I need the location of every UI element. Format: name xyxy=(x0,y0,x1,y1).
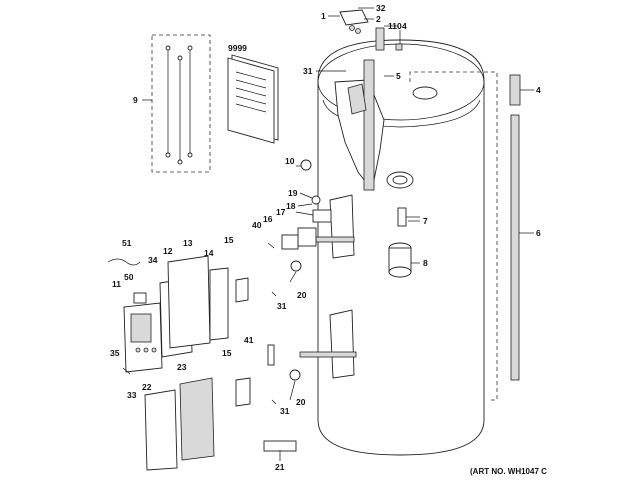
callout-22: 22 xyxy=(142,382,152,392)
nipple-part-4 xyxy=(509,74,521,106)
callout-14: 14 xyxy=(204,248,214,258)
callout-40: 40 xyxy=(252,220,262,230)
leader-lines xyxy=(142,7,534,461)
callout-4: 4 xyxy=(402,21,407,31)
callout-32: 32 xyxy=(376,3,386,13)
callout-51: 51 xyxy=(122,238,132,248)
callout-20b: 20 xyxy=(296,397,306,407)
callout-1: 1 xyxy=(321,11,326,21)
dashed-bracket xyxy=(409,71,498,401)
callout-13: 13 xyxy=(183,238,193,248)
callout-34: 34 xyxy=(148,255,158,265)
callout-9: 9 xyxy=(133,95,138,105)
drain-valve-part-21 xyxy=(263,440,297,452)
thermostat-assembly xyxy=(267,159,332,405)
callout-12: 12 xyxy=(163,246,173,256)
manual-part-9999 xyxy=(227,54,279,144)
wire-kit-part-9 xyxy=(151,34,211,173)
tank-cutaway xyxy=(334,27,385,192)
callout-4b: 4 xyxy=(536,85,541,95)
callout-8: 8 xyxy=(423,258,428,268)
valve-part-7 xyxy=(397,207,420,227)
callout-20: 20 xyxy=(297,290,307,300)
callout-33: 33 xyxy=(127,390,137,400)
callout-23: 23 xyxy=(177,362,187,372)
thermostat-top-parts xyxy=(339,9,369,34)
callout-15: 15 xyxy=(224,235,234,245)
callout-16: 16 xyxy=(263,214,273,224)
callout-11: 11 xyxy=(112,279,121,289)
callout-5: 5 xyxy=(396,71,401,81)
callout-50: 50 xyxy=(124,272,134,282)
element-gaskets xyxy=(289,260,302,381)
callout-10: 10 xyxy=(285,156,295,166)
callout-18: 18 xyxy=(286,201,296,211)
callout-31c: 31 xyxy=(280,406,290,416)
lower-access-cutaway xyxy=(299,309,357,379)
fitting-part-110 xyxy=(395,43,403,51)
callout-31b: 31 xyxy=(277,301,287,311)
callout-labels: 1 32 2 4 110 31 5 9999 9 4 10 19 18 17 1… xyxy=(110,3,541,472)
callout-6: 6 xyxy=(536,228,541,238)
art-number: (ART NO. WH1047 C xyxy=(470,467,547,476)
callout-110: 110 xyxy=(388,21,402,31)
callout-7: 7 xyxy=(423,216,428,226)
insulation-part-8 xyxy=(388,242,412,278)
callout-35: 35 xyxy=(110,348,120,358)
anode-rod-part-6 xyxy=(510,114,520,381)
callout-9999: 9999 xyxy=(228,43,247,53)
front-panels xyxy=(107,255,251,471)
callout-21: 21 xyxy=(275,462,285,472)
callout-17: 17 xyxy=(276,207,286,217)
callout-19: 19 xyxy=(288,188,298,198)
callout-31: 31 xyxy=(303,66,313,76)
callout-2: 2 xyxy=(376,14,381,24)
callout-15b: 15 xyxy=(222,348,232,358)
upper-access-cutaway xyxy=(299,194,355,259)
callout-41: 41 xyxy=(244,335,254,345)
